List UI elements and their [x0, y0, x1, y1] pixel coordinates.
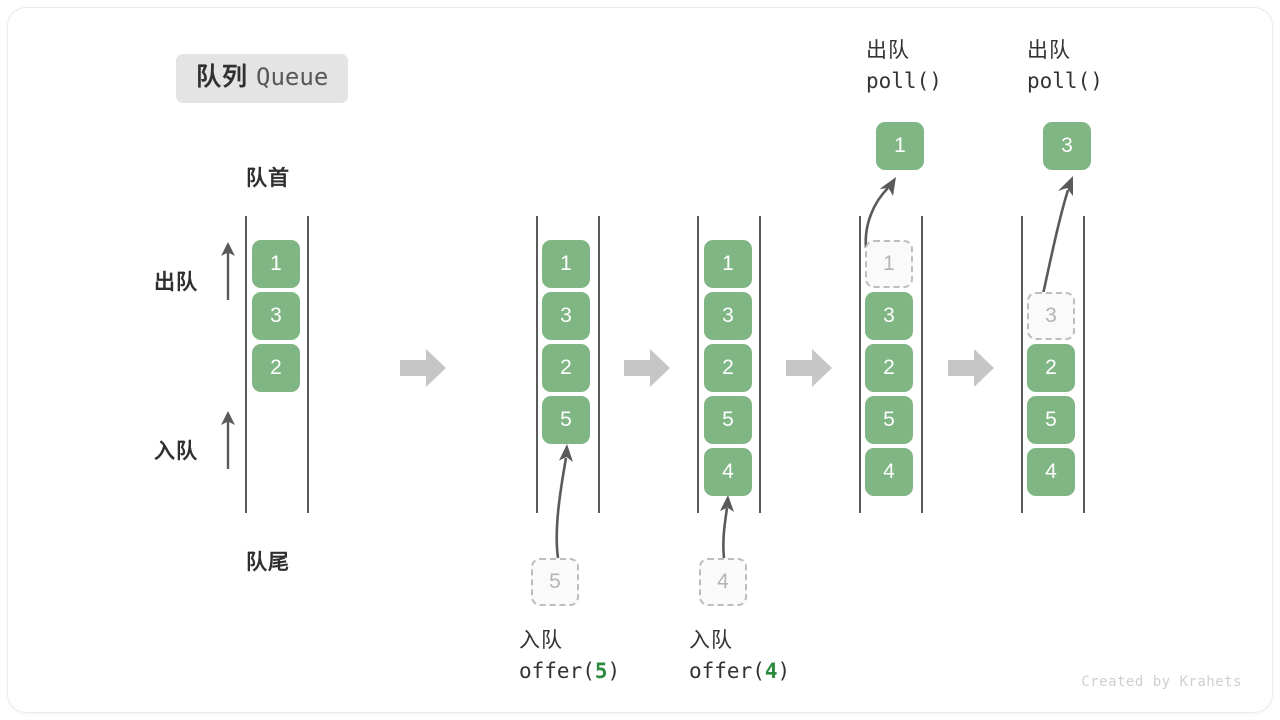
incoming-ghost-element: 4	[699, 558, 747, 606]
caption-chinese: 入队	[689, 629, 733, 652]
caption-chinese: 入队	[519, 629, 563, 652]
panel-caption-poll3: 出队 poll()	[1027, 38, 1103, 95]
flow-arrow-icon	[948, 349, 994, 387]
enqueue-arrow-icon	[214, 409, 242, 476]
queue-element: 2	[252, 344, 300, 392]
queue-element: 3	[252, 292, 300, 340]
flow-arrow-icon	[624, 349, 670, 387]
queue-element: 3	[542, 292, 590, 340]
queue-element: 5	[1027, 396, 1075, 444]
queue-rail-right-p4	[921, 216, 923, 513]
label-queue-front: 队首	[246, 167, 290, 190]
panel-caption-offer4: 入队 offer(4)	[689, 628, 790, 685]
queue-rail-right-p5	[1083, 216, 1085, 513]
queue-element: 2	[1027, 344, 1075, 392]
queue-rail-right-p2	[598, 216, 600, 513]
polled-result-element: 1	[876, 122, 924, 170]
queue-element: 3	[865, 292, 913, 340]
polled-result-element: 3	[1043, 122, 1091, 170]
dequeue-curve-arrow-icon	[856, 172, 916, 257]
queue-element: 1	[542, 240, 590, 288]
queue-rail-left-p4	[859, 216, 861, 513]
queue-element-removed: 1	[865, 240, 913, 288]
flow-arrow-icon	[786, 349, 832, 387]
queue-rail-left-p3	[697, 216, 699, 513]
queue-rail-left-p1	[245, 216, 247, 513]
queue-element-new: 5	[542, 396, 590, 444]
queue-element: 2	[865, 344, 913, 392]
queue-element: 5	[704, 396, 752, 444]
queue-rail-left-p5	[1021, 216, 1023, 513]
queue-element: 1	[252, 240, 300, 288]
queue-rail-right-p3	[759, 216, 761, 513]
queue-element: 3	[704, 292, 752, 340]
caption-code: poll()	[866, 68, 942, 93]
caption-code: offer(5)	[519, 658, 621, 683]
dequeue-arrow-icon	[214, 240, 242, 307]
label-dequeue-direction: 出队	[154, 271, 198, 294]
flow-arrow-icon	[400, 349, 446, 387]
enqueue-curve-arrow-icon	[528, 440, 598, 567]
queue-element: 4	[1027, 448, 1075, 496]
caption-code: poll()	[1027, 68, 1103, 93]
caption-code: offer(4)	[689, 658, 791, 683]
queue-element: 5	[865, 396, 913, 444]
queue-rail-right-p1	[307, 216, 309, 513]
label-queue-rear: 队尾	[246, 551, 290, 574]
queue-element: 2	[542, 344, 590, 392]
enqueue-curve-arrow-icon	[700, 492, 750, 567]
queue-element-new: 4	[704, 448, 752, 496]
panel-caption-offer5: 入队 offer(5)	[519, 628, 620, 685]
queue-element-removed: 3	[1027, 292, 1075, 340]
panel-caption-poll1: 出队 poll()	[866, 38, 942, 95]
queue-element: 2	[704, 344, 752, 392]
caption-chinese: 出队	[1027, 39, 1071, 62]
queue-element: 4	[865, 448, 913, 496]
title-english: Queue	[256, 63, 329, 91]
credit-text: Created by Krahets	[1081, 674, 1242, 690]
label-enqueue-direction: 入队	[154, 440, 198, 463]
queue-element: 1	[704, 240, 752, 288]
queue-rail-left-p2	[536, 216, 538, 513]
title-chinese: 队列	[196, 63, 249, 91]
incoming-ghost-element: 5	[531, 558, 579, 606]
caption-chinese: 出队	[866, 39, 910, 62]
